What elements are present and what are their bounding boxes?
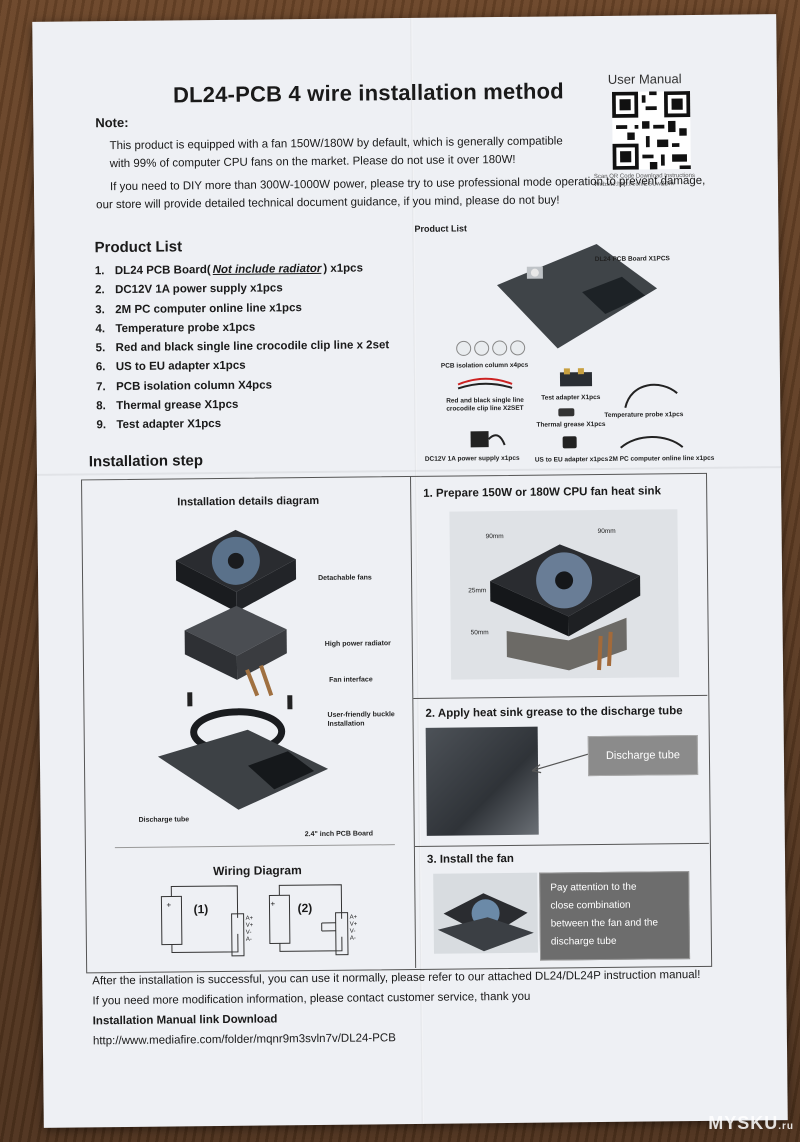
wiring-label-1: (1) xyxy=(193,902,209,917)
discharge-tube-callout: Discharge tube xyxy=(587,734,699,777)
dimension-label: 50mm xyxy=(470,629,489,637)
temperature-probe-image xyxy=(624,383,678,408)
label-discharge-tube: Discharge tube xyxy=(138,816,190,824)
installation-heading: Installation step xyxy=(88,452,204,471)
pin-labels-2: A+V+V-A- xyxy=(349,914,358,942)
dimension-label: 90mm xyxy=(597,527,616,536)
pin-labels-1: A+V+V-A- xyxy=(245,915,254,943)
note-heading: Note: xyxy=(95,114,129,131)
label-power-supply: DC12V 1A power supply x1pcs xyxy=(424,454,520,463)
heat-sink-photo xyxy=(449,509,680,680)
power-supply-image xyxy=(470,431,506,448)
footer-text: After the installation is successful, yo… xyxy=(92,964,753,1051)
test-adapter-image xyxy=(559,368,593,387)
step-3-heading: 3. Install the fan xyxy=(426,852,515,866)
label-pcb-board: DL24 PCB Board X1PCS xyxy=(594,255,670,264)
label-buckle: User-friendly buckle Installation xyxy=(327,711,395,728)
instruction-sheet: DL24-PCB 4 wire installation method User… xyxy=(32,14,788,1128)
product-list: 1.DL24 PCB Board(Not include radiator) x… xyxy=(95,262,417,439)
pcb-board-image xyxy=(497,244,658,349)
product-list-heading: Product List xyxy=(94,238,183,257)
qr-label: User Manual xyxy=(607,71,682,87)
wiring-label-2: (2) xyxy=(297,901,313,916)
grease-photo xyxy=(425,726,539,836)
wiring-diagram-title: Wiring Diagram xyxy=(213,863,302,879)
dimension-label: 90mm xyxy=(485,533,504,541)
label-detachable-fans: Detachable fans xyxy=(318,574,372,582)
arrow-icon xyxy=(531,753,589,774)
label-online-line: 2M PC computer online line x1pcs xyxy=(608,454,715,463)
isolation-columns-image xyxy=(456,340,526,356)
list-item: 5.Red and black single line crocodile cl… xyxy=(95,339,390,355)
product-list-image-title: Product List xyxy=(414,223,467,234)
crocodile-clip-image xyxy=(457,377,513,390)
step-1-heading: 1. Prepare 150W or 180W CPU fan heat sin… xyxy=(423,485,662,500)
note-paragraph-2: If you need to DIY more than 300W-1000W … xyxy=(96,174,706,212)
wiring-diagram xyxy=(160,884,349,957)
fan-attention-callout: Pay attention to the close combination b… xyxy=(539,871,691,961)
thermal-grease-image xyxy=(558,408,575,417)
list-item: 9.Test adapter X1pcs xyxy=(96,418,222,432)
dimension-label: 25mm xyxy=(468,587,487,595)
qr-code-icon xyxy=(611,91,691,170)
label-fan-interface: Fan interface xyxy=(329,676,373,684)
label-radiator: High power radiator xyxy=(324,640,391,648)
label-test-adapter: Test adapter X1pcs xyxy=(541,393,601,402)
fan-install-photo xyxy=(433,872,539,954)
label-pcb-board: 2.4" inch PCB Board xyxy=(304,830,374,839)
label-temperature-probe: Temperature probe x1pcs xyxy=(604,411,684,419)
note-paragraph-1: This product is equipped with a fan 150W… xyxy=(109,135,563,171)
label-isolation-column: PCB isolation column x4pcs xyxy=(440,361,529,370)
exploded-view-diagram xyxy=(157,529,329,810)
us-eu-adapter-image xyxy=(562,436,577,449)
diagram-title: Installation details diagram xyxy=(177,494,320,509)
page-title: DL24-PCB 4 wire installation method xyxy=(172,78,564,108)
site-watermark: MYSKU.ru xyxy=(708,1113,794,1133)
label-thermal-grease: Thermal grease X1pcs xyxy=(536,420,606,429)
label-us-eu-adapter: US to EU adapter x1pcs xyxy=(534,455,609,464)
online-line-image xyxy=(620,436,684,449)
